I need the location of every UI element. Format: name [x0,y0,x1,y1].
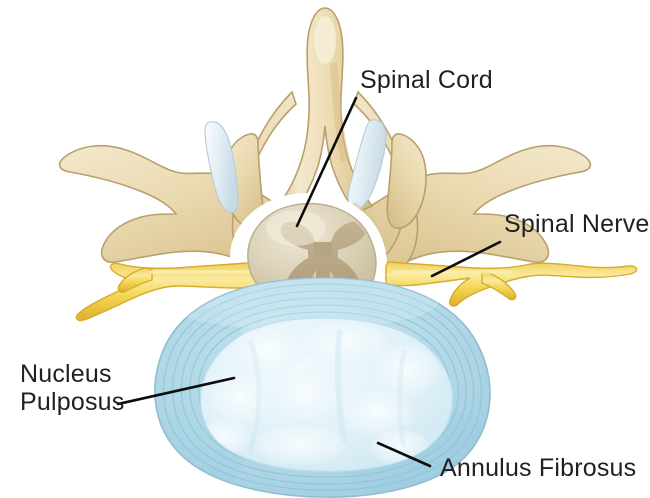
label-spinal-cord: Spinal Cord [360,66,493,94]
leader-lines [116,96,502,468]
label-spinal-nerve: Spinal Nerve [504,210,650,238]
articular-cartilage-right [347,119,387,211]
articular-cartilage-left [204,121,239,214]
label-group: Spinal Cord Spinal Nerve Nucleus Pulposu… [20,66,650,482]
leader-annulus-fibrosus [376,441,432,468]
spinal-cord-highlight [266,210,326,246]
label-nucleus-pulposus-line1: Nucleus [20,360,112,388]
spinous-process-shaft-shadow [330,62,350,162]
gray-matter-center [314,242,332,256]
spinous-process-highlight [314,16,336,64]
superior-articular-process-right [386,133,427,230]
leader-nucleus-pulposus [116,376,236,406]
label-nucleus-pulposus-line2: Pulposus [20,388,124,416]
label-annulus-fibrosus: Annulus Fibrosus [440,454,636,482]
spinal-nerve-left-branch [117,267,153,293]
spinous-process [276,7,374,213]
leader-spinal-cord [295,96,358,228]
spinal-nerve-right-branch [481,271,517,301]
leader-spinal-nerve [430,240,502,278]
